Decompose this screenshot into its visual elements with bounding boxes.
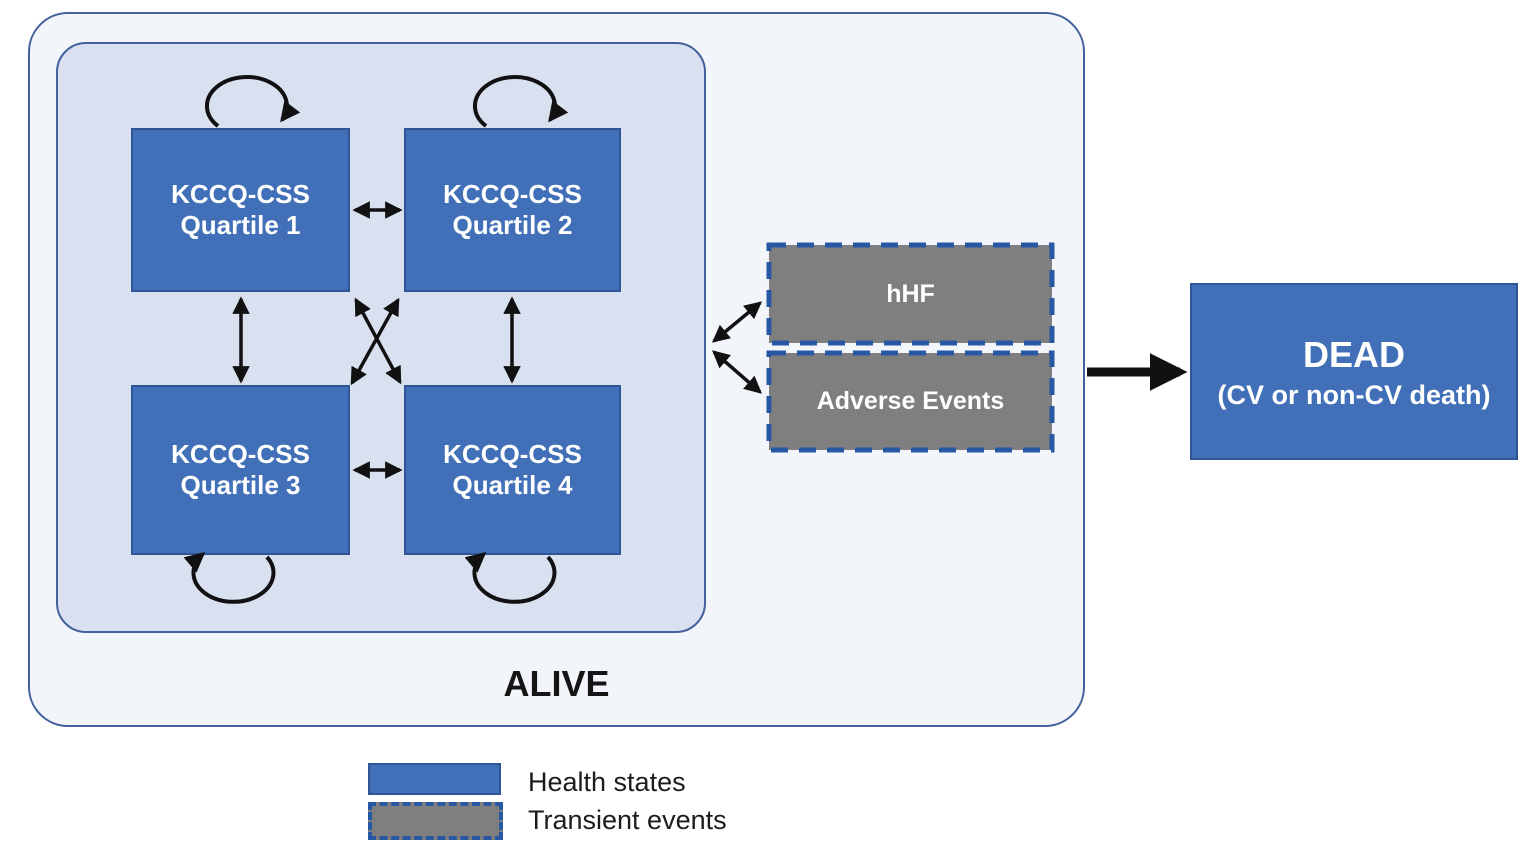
state-kccq-quartile-1: KCCQ-CSS Quartile 1: [131, 128, 350, 292]
transient-event-adverse-events: Adverse Events: [769, 353, 1052, 450]
state-kccq-quartile-2: KCCQ-CSS Quartile 2: [404, 128, 621, 292]
state-dead: DEAD (CV or non-CV death): [1190, 283, 1518, 460]
dead-subtitle: (CV or non-CV death): [1217, 379, 1491, 410]
transient-event-hhf: hHF: [769, 245, 1052, 343]
state-label-line1: KCCQ-CSS: [171, 439, 310, 469]
transient-label: Adverse Events: [816, 387, 1005, 415]
legend-label-health-states: Health states: [528, 767, 686, 797]
transient-label: hHF: [886, 279, 935, 308]
legend-swatch-health-state: [368, 763, 501, 795]
state-kccq-quartile-3: KCCQ-CSS Quartile 3: [131, 385, 350, 555]
state-kccq-quartile-4: KCCQ-CSS Quartile 4: [404, 385, 621, 555]
state-label-line2: Quartile 1: [180, 210, 301, 240]
state-label-line2: Quartile 3: [180, 470, 301, 500]
state-label-line1: KCCQ-CSS: [443, 439, 582, 469]
state-label-line1: KCCQ-CSS: [171, 179, 310, 209]
dead-title: DEAD: [1302, 333, 1405, 375]
state-label-line2: Quartile 4: [452, 470, 573, 500]
state-label-line1: KCCQ-CSS: [443, 179, 582, 209]
legend-label-transient-events: Transient events: [528, 805, 727, 835]
legend-swatch-transient-event: [368, 802, 503, 840]
alive-caption: ALIVE: [503, 663, 610, 704]
state-label-line2: Quartile 2: [452, 210, 573, 240]
